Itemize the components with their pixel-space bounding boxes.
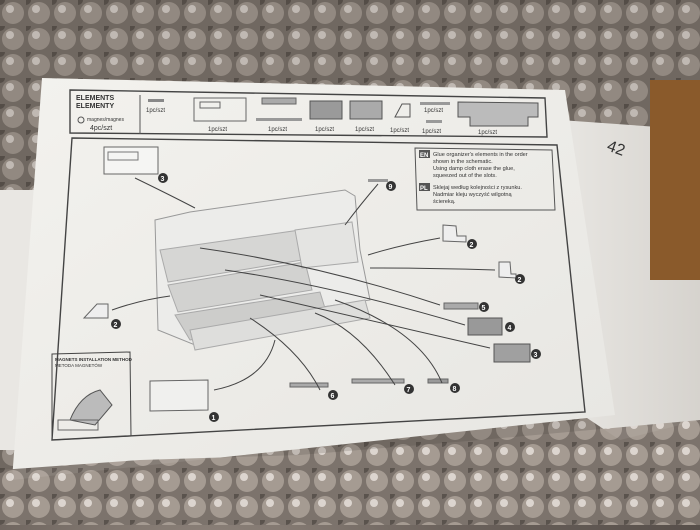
qty-part-4: 1pc/szt	[315, 127, 334, 133]
part-3b-thumb	[349, 100, 383, 120]
assembly-arrows	[111, 177, 496, 391]
part-9-strip	[368, 179, 388, 182]
callout-3-top: 3	[161, 176, 165, 183]
callout-6: 6	[331, 393, 335, 400]
part-9-thumb	[148, 99, 164, 102]
pl-line-2: Nadmiar kleju wyczyść wilgotną	[433, 192, 513, 198]
callouts: 3 9 2 2 2 5 4 3 6 7 8 1	[111, 173, 541, 422]
magnet-icon	[77, 116, 85, 124]
callout-2-a: 2	[470, 242, 474, 249]
callout-9: 9	[389, 184, 393, 191]
part-1-thumb	[457, 101, 539, 127]
qty-part-3b: 1pc/szt	[355, 127, 374, 133]
part-7-thumb	[420, 102, 450, 105]
pl-code: PL	[420, 186, 428, 192]
callout-2-b: 2	[518, 277, 522, 284]
part-3-thumb	[193, 97, 247, 122]
part-5-piece	[443, 302, 479, 310]
callout-5: 5	[482, 305, 486, 312]
part-6-piece	[289, 382, 329, 388]
qty-part-8: 1pc/szt	[422, 129, 441, 135]
qty-part-1: 1pc/szt	[478, 130, 497, 136]
magnets-label: magnes/magnes	[87, 117, 124, 123]
organizer-drawing	[154, 189, 371, 351]
elements-title-en: ELEMENTS	[76, 95, 114, 102]
en-line-3: Using damp cloth erase the glue,	[433, 166, 515, 172]
hammer-icon	[69, 389, 113, 426]
en-code: EN	[420, 153, 428, 159]
part-8-thumb	[426, 120, 442, 123]
part-2-right-top	[442, 224, 467, 243]
qty-part-3: 1pc/szt	[208, 127, 227, 133]
elements-panel: ELEMENTS ELEMENTY magnes/magnes 4pc/szt …	[69, 89, 548, 138]
part-6-thumb	[256, 118, 302, 121]
part-8-piece	[427, 378, 449, 384]
part-7-piece	[351, 378, 405, 384]
qty-part-9: 1pc/szt	[146, 108, 165, 114]
part-1-piece	[149, 379, 209, 412]
callout-1: 1	[212, 415, 216, 422]
callout-3-bottom: 3	[534, 352, 538, 359]
magnets-qty: 4pc/szt	[90, 125, 112, 132]
callout-4: 4	[508, 325, 512, 332]
callout-7: 7	[407, 387, 411, 394]
magnet-method-title-pl: METODA MAGNETÓW	[55, 362, 103, 368]
callout-2-c: 2	[114, 322, 118, 329]
qty-part-6: 1pc/szt	[268, 127, 287, 133]
en-line-1: Glue organizer's elements in the order	[433, 152, 528, 158]
part-2-left	[82, 303, 109, 319]
qty-part-2: 1pc/szt	[390, 128, 409, 134]
part-4-piece	[467, 317, 503, 336]
part-2-thumb	[394, 103, 411, 118]
bubble-wrap-front	[0, 420, 700, 525]
part-3-piece	[493, 343, 531, 363]
instruction-box: EN Glue organizer's elements in the orde…	[414, 147, 556, 211]
part-4-thumb	[309, 100, 343, 120]
part-5-thumb	[261, 97, 297, 105]
pl-flag	[419, 183, 430, 191]
box-flap-text: 42	[605, 138, 628, 160]
part-2-right-mid	[498, 261, 517, 279]
en-line-4: squeezed out of the slots.	[433, 173, 497, 179]
elements-title-pl: ELEMENTY	[76, 103, 114, 110]
magnet-method-title-en: MAGNETS INSTALLATION METHOD	[55, 357, 133, 362]
pl-line-3: ściereką.	[433, 199, 456, 205]
en-line-2: shown in the schematic.	[433, 159, 493, 165]
magnet-method-box: MAGNETS INSTALLATION METHOD METODA MAGNE…	[51, 351, 133, 441]
en-flag	[419, 150, 430, 158]
callout-8: 8	[453, 386, 457, 393]
qty-part-7: 1pc/szt	[424, 108, 443, 114]
cardboard-corner	[650, 80, 700, 280]
pl-line-1: Sklejaj według kolejności z rysunku.	[433, 185, 522, 191]
schematic-frame	[51, 137, 586, 441]
